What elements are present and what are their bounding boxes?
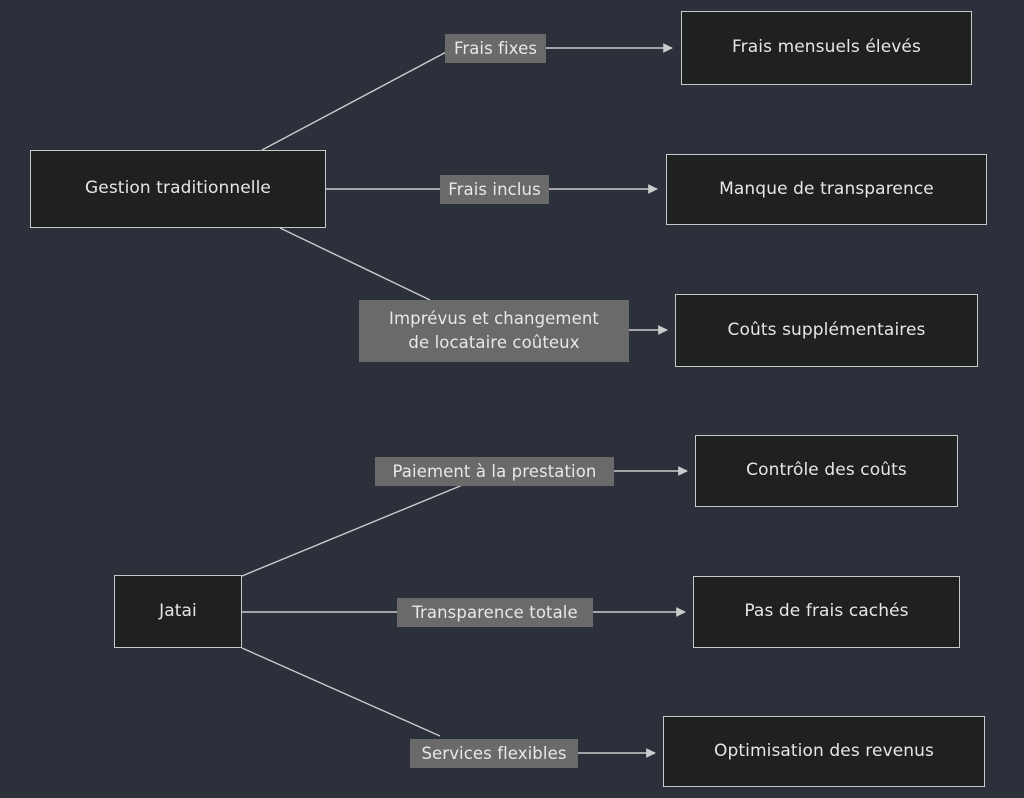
- edge-paiement-left: [241, 483, 466, 577]
- edge-label-frais-inclus: Frais inclus: [440, 175, 549, 204]
- edge-frais-fixes-left: [261, 49, 451, 151]
- edge-label-text-line2: de locataire coûteux: [408, 333, 580, 352]
- edge-label-services-flexibles: Services flexibles: [410, 739, 578, 768]
- node-frais-mensuels-eleves[interactable]: Frais mensuels élevés: [681, 11, 972, 85]
- node-jatai[interactable]: Jatai: [114, 575, 242, 648]
- node-label: Gestion traditionnelle: [85, 178, 271, 199]
- edge-label-frais-fixes: Frais fixes: [445, 34, 546, 63]
- node-couts-supplementaires[interactable]: Coûts supplémentaires: [675, 294, 978, 367]
- edge-label-paiement-a-la-prestation: Paiement à la prestation: [375, 457, 614, 486]
- node-label: Optimisation des revenus: [714, 740, 934, 761]
- node-controle-des-couts[interactable]: Contrôle des coûts: [695, 435, 958, 507]
- edge-label-text: Frais fixes: [453, 38, 538, 58]
- edge-label-imprevus-changement-locataire: Imprévus et changement de locataire coût…: [359, 300, 629, 362]
- node-label: Contrôle des coûts: [746, 460, 907, 481]
- edge-services-left: [241, 647, 441, 737]
- node-pas-de-frais-caches[interactable]: Pas de frais cachés: [693, 576, 960, 648]
- node-label: Manque de transparence: [719, 178, 934, 199]
- node-gestion-traditionnelle[interactable]: Gestion traditionnelle: [30, 150, 326, 228]
- edge-label-text: Services flexibles: [421, 743, 567, 763]
- edge-imprevus-left: [279, 227, 431, 301]
- node-label: Coûts supplémentaires: [727, 319, 926, 340]
- edge-label-text: Frais inclus: [448, 179, 541, 199]
- edge-label-text: Transparence totale: [412, 602, 578, 622]
- edge-label-text-line1: Imprévus et changement: [389, 309, 599, 329]
- node-manque-de-transparence[interactable]: Manque de transparence: [666, 154, 987, 225]
- node-label: Jatai: [159, 600, 197, 621]
- edge-label-text: Paiement à la prestation: [392, 461, 597, 481]
- node-optimisation-des-revenus[interactable]: Optimisation des revenus: [663, 716, 985, 787]
- edge-label-transparence-totale: Transparence totale: [397, 598, 593, 627]
- node-label: Frais mensuels élevés: [732, 37, 921, 58]
- node-label: Pas de frais cachés: [744, 601, 909, 622]
